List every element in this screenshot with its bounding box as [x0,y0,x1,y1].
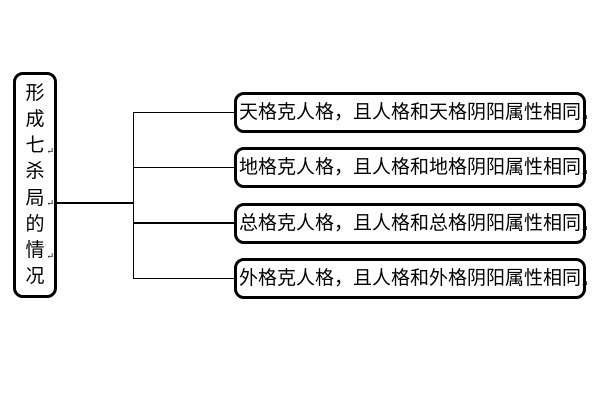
branch-node-waige: 外格克人格，且人格和外格阴阳属性相同 ↵ [234,258,589,299]
root-label-char: 杀 [16,159,54,185]
branch-label: 外格克人格，且人格和外格阴阳属性相同 [239,267,582,289]
root-label-char-glyph: 成 [25,107,45,130]
root-label-char-glyph: 情 [25,239,45,262]
root-label-char-glyph: 局 [25,186,45,209]
connector-main [57,202,134,204]
branch-node-tiange: 天格克人格，且人格和天格阴阳属性相同 ↵ [234,92,589,133]
branch-label: 地格克人格，且人格和地格阴阳属性相同 [239,156,582,178]
root-label-char: 况 [16,264,54,290]
root-label-char: 局↵ [16,185,54,211]
branch-label: 天格克人格，且人格和天格阴阳属性相同 [239,101,582,123]
paragraph-end-mark: ↵ [581,169,589,179]
connector-trunk [133,112,134,279]
connector-branch-3 [134,222,234,224]
branch-label: 总格克人格，且人格和总格阴阳属性相同 [239,212,582,234]
root-node: 形成七↵杀局↵的情↵况 [13,72,57,298]
root-label-char-glyph: 形 [25,81,45,104]
connector-branch-2 [134,167,234,168]
line-break-mark: ↵ [46,251,54,262]
connector-branch-1 [134,112,234,113]
paragraph-end-mark: ↵ [581,280,589,290]
root-label-char: 七↵ [16,133,54,159]
root-label-char-glyph: 杀 [25,160,45,183]
branch-node-dige: 地格克人格，且人格和地格阴阳属性相同 ↵ [234,147,589,188]
connector-branch-4 [134,278,234,279]
line-break-mark: ↵ [46,199,54,210]
line-break-mark: ↵ [46,146,54,157]
root-label-char: 的 [16,211,54,237]
root-label-char: 形 [16,80,54,106]
paragraph-end-mark: ↵ [581,114,589,124]
root-label-char-glyph: 的 [25,212,45,235]
branch-node-zongge: 总格克人格，且人格和总格阴阳属性相同 ↵ [234,203,589,244]
root-label-char-glyph: 七 [25,134,45,157]
root-label-char: 情↵ [16,238,54,264]
root-label-char: 成 [16,106,54,132]
paragraph-end-mark: ↵ [581,225,589,235]
root-label-char-glyph: 况 [25,265,45,288]
